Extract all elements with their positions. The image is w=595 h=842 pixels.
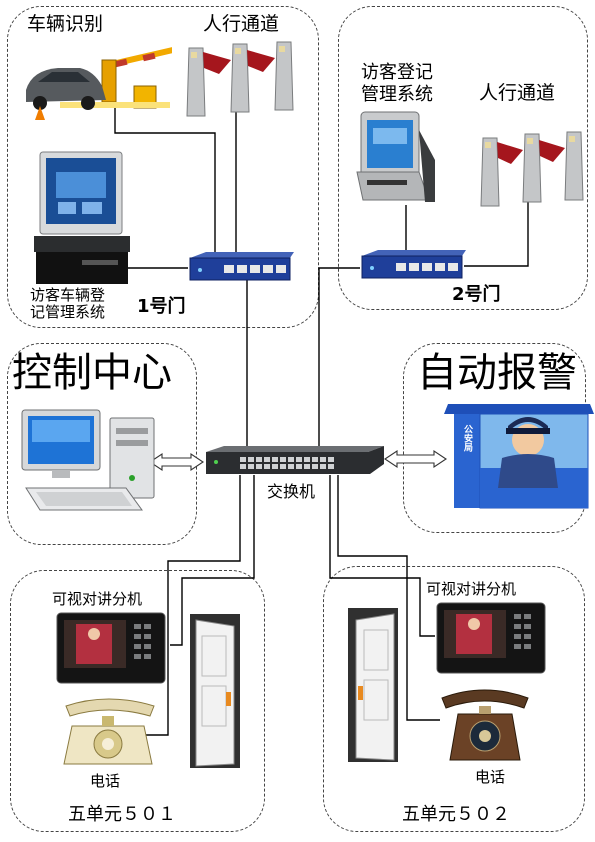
- door-502: [348, 608, 398, 762]
- vehicle-recognition-label: 车辆识别: [27, 13, 104, 35]
- phone-label-502: 电话: [475, 768, 506, 786]
- network-hub-gate1: [189, 252, 294, 281]
- network-hub-gate2: [361, 250, 466, 279]
- visitor-vehicle-kiosk: [34, 151, 130, 284]
- telephone-502: [441, 689, 529, 761]
- intercom-label-501: 可视对讲分机: [52, 590, 143, 608]
- wire-switch-to-intercom-502: [329, 475, 435, 637]
- arrow-switch-auto-alarm: [384, 449, 447, 469]
- gate2-zone: [338, 6, 588, 310]
- network-switch: [206, 446, 384, 474]
- auto-alarm-title: 自动报警: [417, 350, 577, 396]
- pedestrian-turnstile-gate2: [480, 131, 584, 207]
- pedestrian-turnstile-gate1: [186, 41, 294, 117]
- visitor-registration-label-line1: 访客登记: [361, 62, 433, 83]
- visitor-registration-terminal: [356, 111, 435, 202]
- visitor-vehicle-system-label-line1: 访客车辆登: [30, 286, 106, 304]
- video-intercom-502: [436, 602, 546, 674]
- unit502-label: 五单元５０２: [402, 804, 510, 825]
- wire-hub2-to-switch: [318, 267, 360, 447]
- police-booth-illustration: 公安局: [444, 404, 594, 509]
- wire-switch-to-phone-501: [140, 475, 241, 736]
- wire-hub2-to-turnstile: [464, 200, 529, 267]
- arrow-control-center-switch: [149, 452, 204, 472]
- unit502-zone: [323, 566, 585, 832]
- telephone-501: [63, 698, 155, 765]
- visitor-registration-label-line2: 管理系统: [361, 84, 433, 105]
- wire-switch-to-intercom-501: [170, 475, 255, 646]
- door-501: [190, 614, 240, 768]
- vehicle-recognition-device: [26, 45, 172, 120]
- switch-label: 交换机: [267, 482, 316, 501]
- gate2-label: 2号门: [452, 284, 501, 305]
- control-center-title: 控制中心: [12, 350, 172, 396]
- video-intercom-501: [56, 612, 166, 684]
- control-center-computer: [21, 409, 155, 511]
- visitor-vehicle-system-label-line2: 记管理系统: [30, 303, 106, 321]
- intercom-label-502: 可视对讲分机: [426, 580, 517, 598]
- wire-switch-to-phone-502: [337, 475, 440, 721]
- pedestrian-channel-label-gate1: 人行通道: [203, 13, 280, 35]
- gate1-label: 1号门: [137, 296, 186, 317]
- phone-label-501: 电话: [90, 772, 121, 790]
- gate1-zone: [7, 6, 319, 328]
- pedestrian-channel-label-gate2: 人行通道: [479, 82, 556, 104]
- unit501-label: 五单元５０１: [68, 804, 176, 825]
- unit501-zone: [10, 570, 265, 832]
- booth-sign-text: 公安局: [462, 424, 473, 452]
- control-center-zone: [7, 343, 197, 545]
- wire-vehicle-to-hub1: [114, 108, 216, 255]
